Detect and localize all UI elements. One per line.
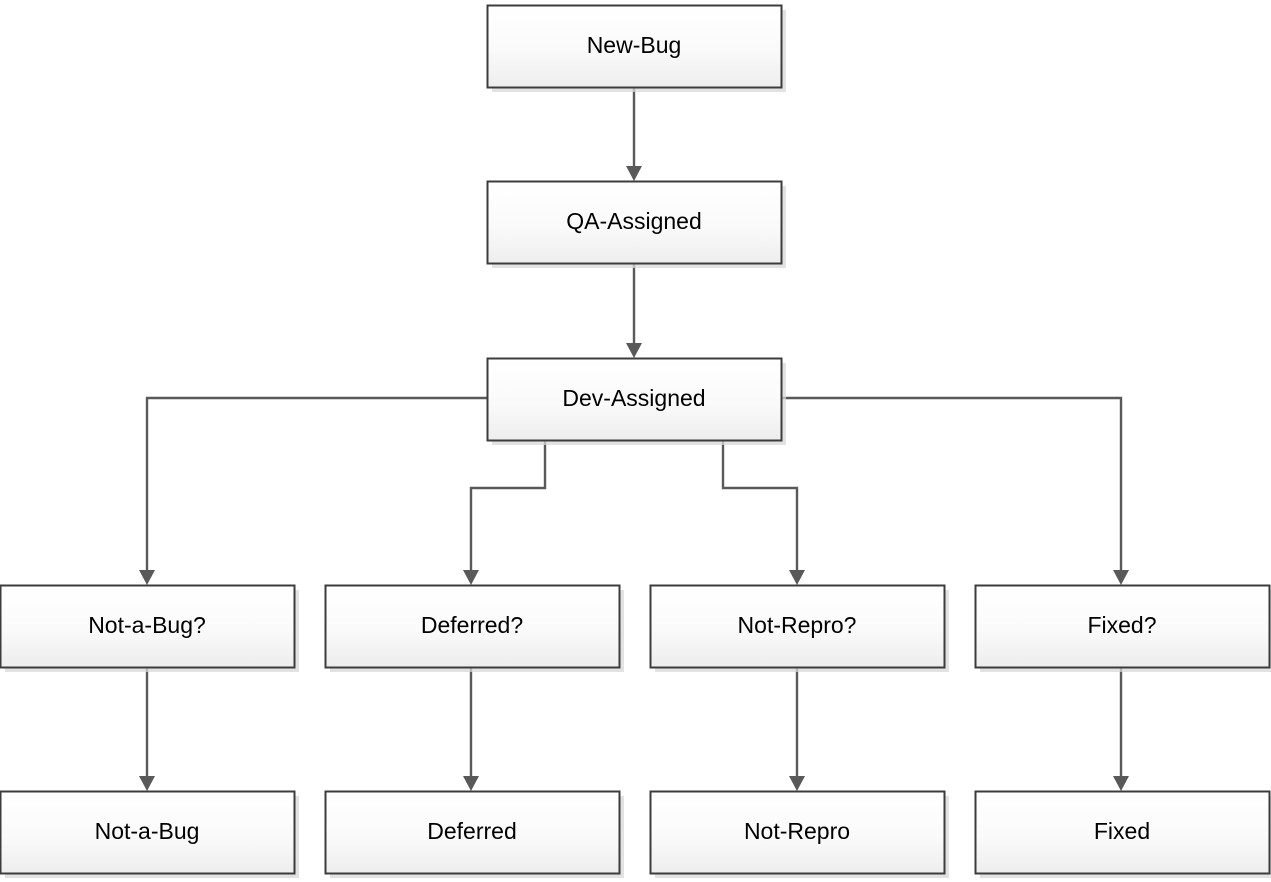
node-label: Dev-Assigned: [562, 385, 705, 411]
arrow-dev-assigned-icon: [626, 343, 642, 358]
node-label: New-Bug: [587, 32, 682, 58]
node-not-repro-q[interactable]: Not-Repro?: [649, 584, 950, 673]
node-layer: New-BugQA-AssignedDev-AssignedNot-a-Bug?…: [0, 4, 1271, 879]
node-qa-assigned[interactable]: QA-Assigned: [486, 180, 787, 269]
node-label: QA-Assigned: [566, 208, 702, 234]
node-label: Deferred?: [421, 612, 523, 638]
node-label: Fixed: [1094, 818, 1150, 844]
node-fixed-q[interactable]: Fixed?: [974, 584, 1271, 673]
node-box[interactable]: [324, 790, 621, 875]
node-label: Not-Repro: [744, 818, 850, 844]
node-label: Not-a-Bug: [95, 818, 200, 844]
arrow-not-repro-icon: [789, 776, 805, 791]
arrow-deferred-icon: [463, 776, 479, 791]
node-box[interactable]: [649, 790, 946, 875]
node-new-bug[interactable]: New-Bug: [486, 4, 787, 93]
node-box[interactable]: [324, 584, 621, 669]
node-not-repro[interactable]: Not-Repro: [649, 790, 950, 879]
node-box[interactable]: [649, 584, 946, 669]
node-label: Not-Repro?: [738, 612, 857, 638]
edge-dev-assigned-to-fixed-q: [781, 396, 1123, 576]
arrowhead-layer: [139, 166, 1129, 791]
node-box[interactable]: [486, 4, 783, 89]
node-box[interactable]: [0, 790, 296, 875]
edge-dev-assigned-to-deferred-q: [469, 440, 547, 576]
arrow-not-a-bug-q-icon: [139, 570, 155, 585]
node-box[interactable]: [974, 584, 1271, 669]
node-not-a-bug[interactable]: Not-a-Bug: [0, 790, 300, 879]
node-deferred-q[interactable]: Deferred?: [324, 584, 625, 673]
node-label: Fixed?: [1087, 612, 1156, 638]
node-box[interactable]: [486, 180, 783, 265]
edge-dev-assigned-to-not-repro-q: [721, 440, 799, 576]
node-not-a-bug-q[interactable]: Not-a-Bug?: [0, 584, 300, 673]
arrow-not-a-bug-icon: [139, 776, 155, 791]
node-dev-assigned[interactable]: Dev-Assigned: [486, 357, 787, 446]
node-box[interactable]: [974, 790, 1271, 875]
node-label: Deferred: [427, 818, 516, 844]
node-deferred[interactable]: Deferred: [324, 790, 625, 879]
node-box[interactable]: [0, 584, 296, 669]
edge-dev-assigned-to-not-a-bug-q: [145, 396, 487, 576]
node-fixed[interactable]: Fixed: [974, 790, 1271, 879]
arrow-fixed-q-icon: [1113, 570, 1129, 585]
arrow-deferred-q-icon: [463, 570, 479, 585]
arrow-qa-assigned-icon: [626, 166, 642, 181]
node-box[interactable]: [486, 357, 783, 442]
connector-layer: [145, 87, 1123, 782]
node-label: Not-a-Bug?: [88, 612, 206, 638]
arrow-not-repro-q-icon: [789, 570, 805, 585]
arrow-fixed-icon: [1113, 776, 1129, 791]
